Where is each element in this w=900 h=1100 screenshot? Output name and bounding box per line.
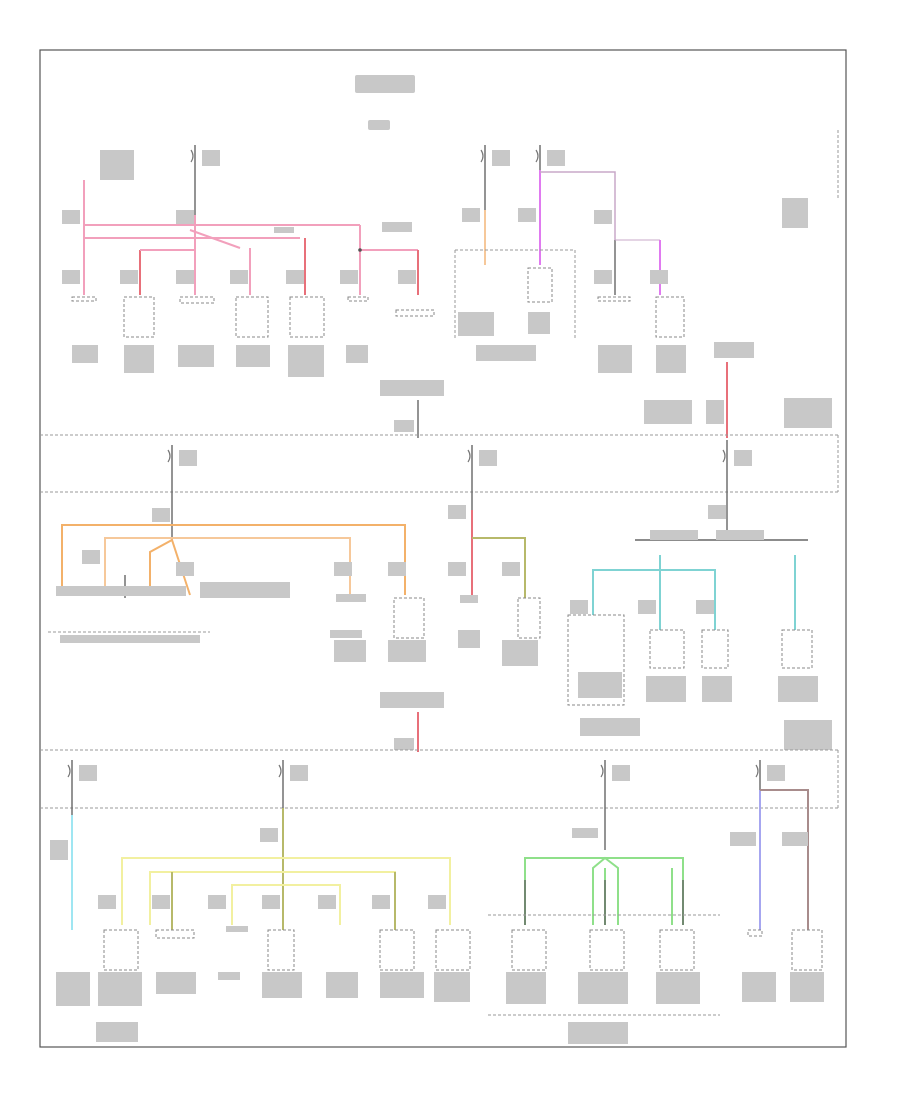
connector-7 (395, 309, 435, 317)
wire-green-inner (592, 856, 619, 925)
wire-yellow-mid (231, 884, 341, 925)
connector-5 (289, 296, 325, 338)
wire-orange-outer (61, 524, 406, 595)
wire-olive (472, 537, 526, 598)
wire-teal-harness (592, 569, 716, 630)
wire-brown (760, 789, 809, 930)
wire-yellow-outer (121, 857, 451, 925)
fuse-left-top (190, 145, 220, 215)
connector-6 (347, 296, 369, 302)
section-bottom (40, 692, 839, 1044)
section-top (62, 75, 839, 377)
diagram-border (39, 49, 847, 1048)
wire-pink-bus-3 (189, 229, 241, 249)
wire-label (368, 120, 390, 130)
connector-1 (71, 296, 97, 302)
section-middle (40, 342, 839, 736)
connector-2 (123, 296, 155, 338)
power-source-label (355, 75, 415, 93)
connector-4 (235, 296, 269, 338)
wire-lavender (540, 171, 616, 240)
connector-3 (179, 296, 215, 304)
label-top-left (100, 150, 134, 180)
